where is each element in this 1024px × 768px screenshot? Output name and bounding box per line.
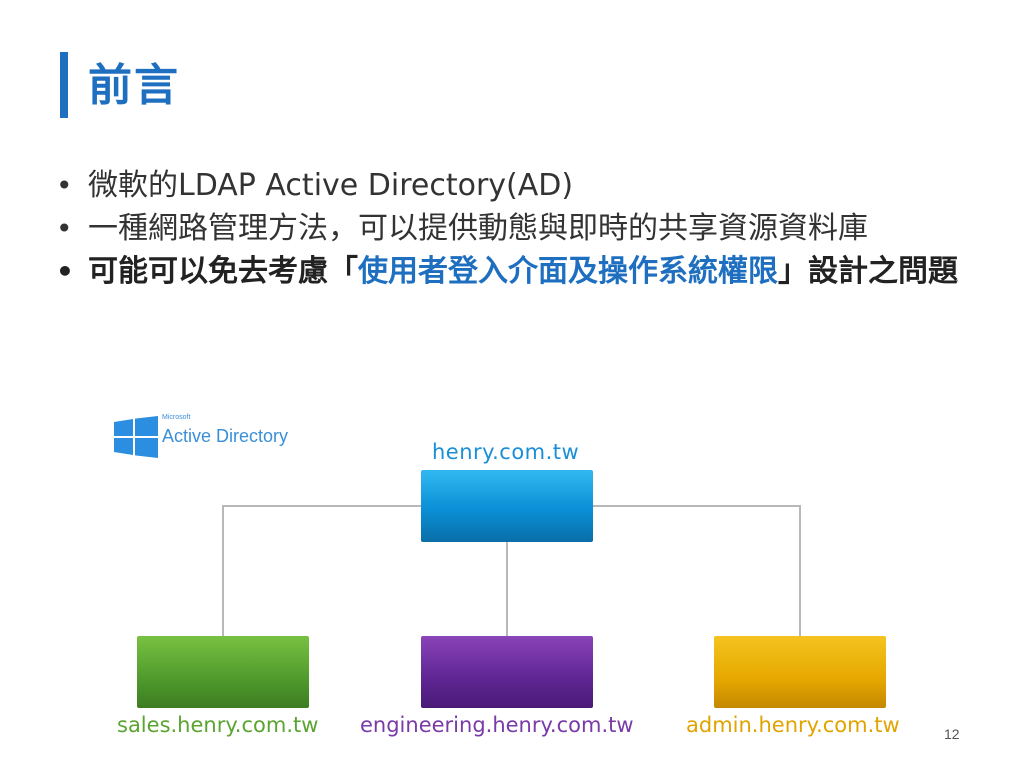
sales-domain-box [137, 636, 309, 708]
active-directory-logo: Microsoft Active Directory [114, 414, 314, 460]
windows-logo-icon [114, 416, 158, 458]
bullet-dot: • [56, 255, 74, 288]
bullet-text-highlight: 使用者登入介面及操作系統權限 [358, 254, 778, 289]
logo-text: Active Directory [162, 426, 289, 446]
bullet-text-suffix: 」設計之問題 [778, 254, 958, 289]
bullet-text: 微軟的LDAP Active Directory(AD) [88, 168, 574, 203]
bullet-item: • 微軟的LDAP Active Directory(AD) [56, 164, 976, 207]
title-accent-bar [60, 52, 68, 118]
page-number: 12 [944, 726, 960, 742]
bullet-text-prefix: 可能可以免去考慮「 [88, 254, 358, 289]
bullet-text: 一種網路管理方法，可以提供動態與即時的共享資源資料庫 [88, 211, 868, 246]
engineering-domain-box [421, 636, 593, 708]
connector-line [222, 505, 421, 507]
bullet-item: • 一種網路管理方法，可以提供動態與即時的共享資源資料庫 [56, 207, 976, 250]
connector-line [799, 505, 801, 636]
admin-domain-box [714, 636, 886, 708]
bullet-item: • 可能可以免去考慮「使用者登入介面及操作系統權限」設計之問題 [56, 250, 976, 293]
connector-line [222, 505, 224, 636]
admin-domain-label: admin.henry.com.tw [686, 713, 900, 737]
slide-title: 前言 [88, 60, 180, 111]
bullet-list: • 微軟的LDAP Active Directory(AD) • 一種網路管理方… [56, 164, 976, 293]
root-domain-box [421, 470, 593, 542]
logo-small-text: Microsoft [162, 414, 191, 421]
engineering-domain-label: engineering.henry.com.tw [360, 713, 634, 737]
bullet-dot: • [56, 169, 73, 202]
connector-line [506, 542, 508, 636]
bullet-dot: • [56, 212, 73, 245]
connector-line [593, 505, 801, 507]
sales-domain-label: sales.henry.com.tw [117, 713, 319, 737]
root-domain-label: henry.com.tw [432, 440, 580, 464]
